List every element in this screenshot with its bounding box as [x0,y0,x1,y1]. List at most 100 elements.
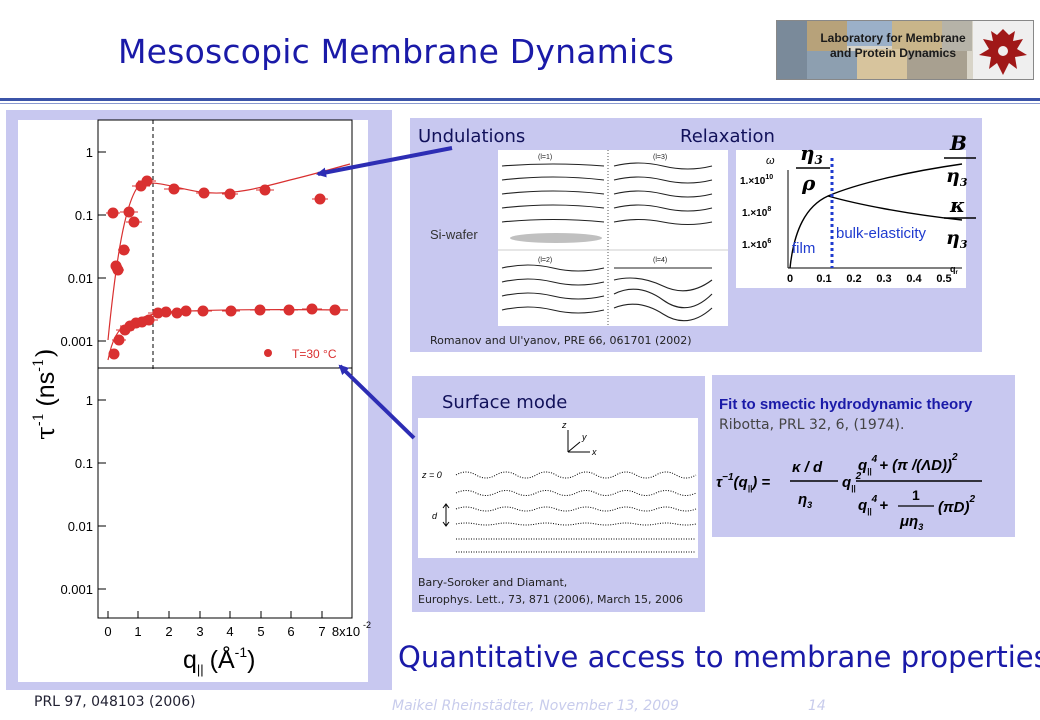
data-point [118,244,130,256]
undulations-label: Undulations [418,126,526,147]
undulations-arrow [316,146,453,178]
header-rule-thin [0,103,1040,104]
lab-logo: Laboratory for Membrane and Protein Dyna… [776,20,1034,80]
data-point [160,306,172,318]
svg-text:1: 1 [134,624,141,639]
svg-text:q||4+: q||4+ [858,494,888,516]
svg-text:0.3: 0.3 [876,273,891,285]
mode-label: (l=3) [653,154,667,161]
dispersion-figure [736,150,966,288]
mode-label: (l=4) [653,257,667,264]
svg-text:q||2: q||2 [842,471,862,493]
b-over-eta: B η3 [944,131,976,189]
svg-text:1.×1010: 1.×1010 [740,174,773,187]
svg-text:7: 7 [318,624,325,639]
x-axis-label: q||(Å-1) [183,644,255,677]
data-point [224,188,236,200]
data-point [283,304,295,316]
fit-formula: τ−1(q||) = κ / d η3 q||2 q||4+ (π /(ΛD))… [716,452,982,532]
dispersion-x-ticks: 0 0.1 0.2 0.3 0.4 0.5 [787,273,952,285]
si-wafer-shape [510,233,602,243]
svg-text:0: 0 [104,624,111,639]
fit-reference: Ribotta, PRL 32, 6, (1974). [719,417,905,433]
svg-text:0.2: 0.2 [846,273,861,285]
svg-text:1.×108: 1.×108 [742,206,771,219]
y-ticks [98,151,106,590]
si-wafer-label: Si-wafer [430,227,478,242]
svg-text:z: z [561,420,567,430]
logo-text: Laboratory for Membrane and Protein Dyna… [820,31,966,60]
svg-text:0.01: 0.01 [68,271,93,286]
svg-text:0: 0 [787,273,793,285]
legend-marker [264,349,272,357]
svg-text:η3: η3 [800,141,823,167]
svg-text:η3: η3 [798,491,812,510]
svg-text:η3: η3 [946,227,968,251]
mode-label: (l=1) [538,154,552,161]
surface-mode-figure [418,418,698,558]
svg-text:0.1: 0.1 [75,456,93,471]
footer-reference: PRL 97, 048103 (2006) [34,694,196,710]
svg-text:q||4+ (π /(ΛD))2: q||4+ (π /(ΛD))2 [858,452,958,476]
header-rule [0,98,1040,101]
data-point [306,303,318,315]
lower-branch-points [108,303,344,360]
fit-title: Fit to smectic hydrodynamic theory [719,396,973,413]
svg-text:x: x [591,447,597,457]
data-point [168,183,180,195]
svg-text:0.001: 0.001 [60,334,93,349]
omega-label: ω [766,155,775,167]
y-axis-label: τ-1(ns-1) [31,348,60,440]
data-point [254,304,266,316]
x-exponent: -2 [363,620,371,630]
logo-collage-image [777,21,1033,79]
bary-reference: Bary-Soroker and Diamant, Europhys. Lett… [418,576,684,606]
data-point [143,314,155,326]
surface-mode-label: Surface mode [442,392,568,413]
data-point [198,187,210,199]
surface-mode-arrow [338,364,416,440]
svg-text:τ-1(ns-1): τ-1(ns-1) [31,348,60,440]
surface-mode-drawing: z y x z = 0 d [421,420,697,553]
upper-branch-points [106,175,328,276]
dispersion-chart: 1.×1010 1.×108 1.×106 ω 0 0.1 0.2 0.3 0.… [740,155,963,285]
svg-text:μη3: μη3 [899,513,923,532]
x-tick-labels: 0 1 2 3 4 5 6 7 8x10 [104,624,360,639]
crest-icon [979,29,1027,75]
fit-panel [712,375,1015,537]
svg-text:κ / d: κ / d [792,459,823,476]
data-point [225,305,237,317]
quantitative-access-text: Quantitative access to membrane properti… [398,640,1040,674]
legend-label: T=30 °C [292,347,337,361]
svg-text:0.1: 0.1 [75,208,93,223]
romanov-reference: Romanov and Ul'yanov, PRE 66, 061701 (20… [430,334,692,347]
bulk-elasticity-label: bulk-elasticity [836,225,927,242]
y-tick-labels: 1 0.1 0.01 0.001 1 0.1 0.01 0.001 [60,145,93,597]
data-point [110,260,122,272]
x-ticks [107,611,323,618]
svg-text:0.001: 0.001 [60,582,93,597]
svg-text:κ: κ [949,193,965,217]
page-number: 14 [808,698,826,714]
svg-text:5: 5 [257,624,264,639]
svg-text:0.5: 0.5 [936,273,951,285]
mode-label: (l=2) [538,257,552,264]
data-point [197,305,209,317]
main-plot-frame [18,120,368,682]
svg-text:τ−1(q||) =: τ−1(q||) = [716,472,770,493]
data-point [314,193,326,205]
svg-text:B: B [949,131,967,155]
svg-text:1: 1 [86,145,93,160]
relaxation-label: Relaxation [680,126,775,147]
svg-text:3: 3 [196,624,203,639]
svg-text:(πD)2: (πD)2 [938,494,976,516]
data-point [128,216,140,228]
svg-text:z = 0: z = 0 [421,470,442,480]
svg-text:qr: qr [950,264,959,276]
svg-text:2: 2 [165,624,172,639]
svg-text:1.×106: 1.×106 [742,238,771,251]
modes-figure-drawing: (l=1) (l=3) (l=2) (l=4) [498,150,728,326]
svg-text:1: 1 [912,487,920,503]
